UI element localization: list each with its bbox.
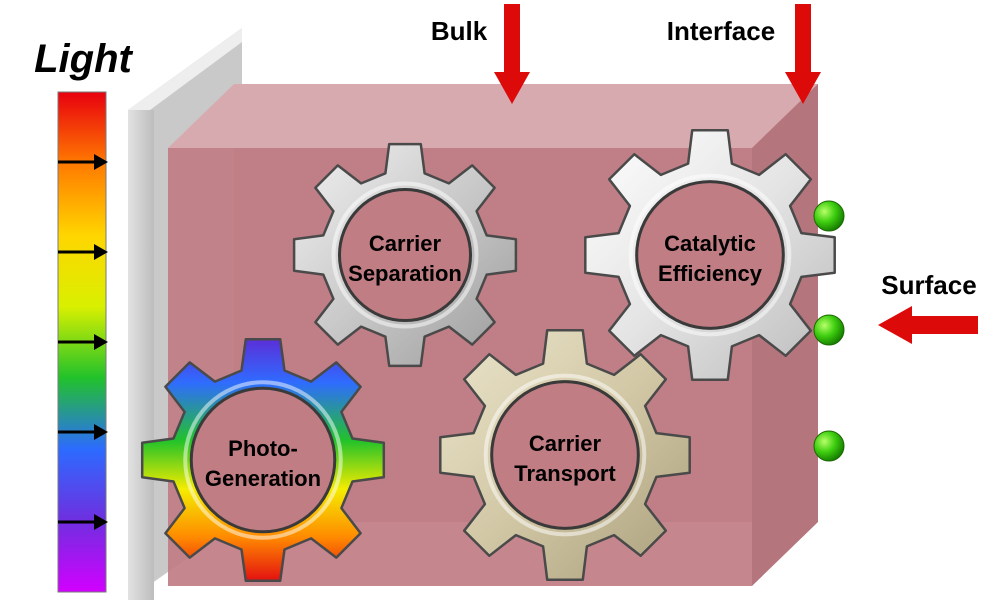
surface-indicator: Surface <box>878 270 978 344</box>
gear-photo-generation: Photo- Generation <box>140 337 386 583</box>
light-title: Light <box>34 37 133 81</box>
surface-label: Surface <box>881 270 976 300</box>
catalyst-dot <box>813 200 845 232</box>
gear-hole <box>635 180 785 330</box>
gear-ring-highlight <box>183 380 343 540</box>
spectrum-arrows <box>58 154 108 530</box>
bulk-arrow <box>494 4 530 104</box>
gear-ring-highlight <box>483 373 647 537</box>
light-arrow <box>58 154 108 170</box>
electrode-front <box>128 110 154 600</box>
catalyst-dot <box>813 430 845 462</box>
gear-hole <box>490 380 640 530</box>
block-top <box>168 84 818 148</box>
gear-label-line: Transport <box>514 461 616 486</box>
gear-hole <box>337 187 473 323</box>
light-spectrum <box>57 91 108 593</box>
bulk-indicator: Bulk <box>431 4 530 104</box>
gear-label-line: Separation <box>348 261 462 286</box>
gears: CarrierSeparationCatalyticEfficiencyPhot… <box>140 129 836 583</box>
gear-label-line: Efficiency <box>658 261 763 286</box>
interface-label: Interface <box>667 16 775 46</box>
gear-hole <box>189 386 337 534</box>
gear-label-line: Catalytic <box>664 231 756 256</box>
gear-ring-highlight <box>331 181 479 329</box>
gear-label-line: Carrier <box>369 231 442 256</box>
bulk-label: Bulk <box>431 16 488 46</box>
light-arrow <box>58 334 108 350</box>
light-arrow <box>58 244 108 260</box>
gear-label-line: Carrier <box>529 431 602 456</box>
light-arrow <box>58 424 108 440</box>
surface-arrow <box>878 306 978 344</box>
catalyst-dots <box>813 200 845 462</box>
catalyst-dot <box>813 314 845 346</box>
light-arrow <box>58 514 108 530</box>
gear-label-line: Photo- <box>228 436 298 461</box>
interface-arrow <box>785 4 821 104</box>
electrode-top <box>128 28 242 110</box>
gear-ring-highlight <box>628 173 792 337</box>
gear-label-line: Generation <box>205 466 321 491</box>
interface-indicator: Interface <box>667 4 821 104</box>
